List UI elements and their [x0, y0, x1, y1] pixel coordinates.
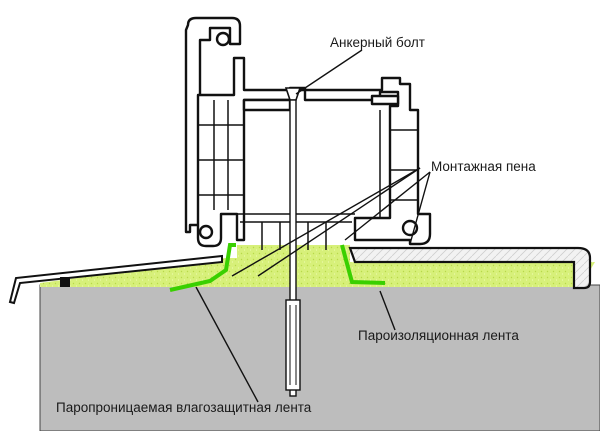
- anchor-bolt: [284, 87, 302, 397]
- wall-block: [39, 284, 600, 431]
- label-anchor-bolt: Анкерный болт: [330, 35, 425, 50]
- label-vapor-permeable-tape: Паропроницаемая влагозащитная лента: [56, 400, 312, 415]
- leader-lines: [195, 49, 431, 403]
- vapor-permeable-tape: [169, 243, 236, 292]
- interior-window-sill: [348, 246, 592, 290]
- drip-sill-seal: [60, 277, 70, 287]
- window-frame-profile: [184, 16, 432, 250]
- label-mounting-foam: Монтажная пена: [431, 159, 536, 174]
- exterior-drip-sill: [8, 254, 223, 305]
- label-vapor-barrier-tape: Пароизоляционная лента: [358, 328, 519, 343]
- vapor-barrier-tape: [340, 244, 386, 285]
